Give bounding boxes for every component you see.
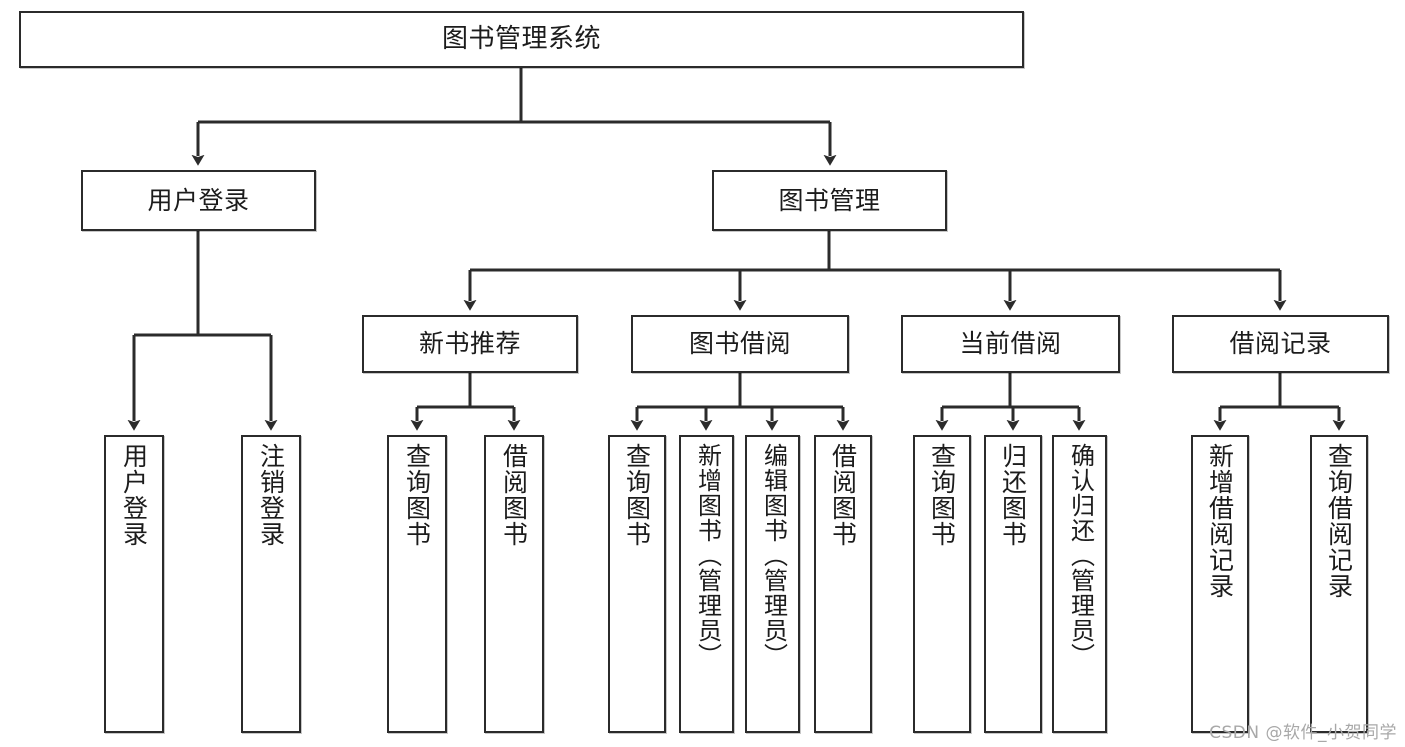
- node-leaf-query-borrow-record[interactable]: 查询借阅记录: [1310, 435, 1368, 733]
- node-leaf-confirm-return-label: 确认归还（管理员）: [1066, 443, 1095, 668]
- node-book-manage[interactable]: 图书管理: [712, 170, 947, 231]
- node-leaf-return-book[interactable]: 归还图书: [984, 435, 1042, 733]
- node-leaf-borrow-book-2[interactable]: 借阅图书: [814, 435, 872, 733]
- node-new-book-recommend[interactable]: 新书推荐: [362, 315, 578, 373]
- node-leaf-confirm-return[interactable]: 确认归还（管理员）: [1052, 435, 1107, 733]
- node-leaf-borrow-book-1[interactable]: 借阅图书: [484, 435, 544, 733]
- node-leaf-logout-login-label: 注销登录: [256, 443, 286, 547]
- node-leaf-borrow-book-2-label: 借阅图书: [828, 443, 858, 547]
- node-leaf-edit-book[interactable]: 编辑图书（管理员）: [745, 435, 800, 733]
- node-leaf-add-book-label: 新增图书（管理员）: [693, 443, 722, 668]
- node-book-borrow[interactable]: 图书借阅: [631, 315, 849, 373]
- node-leaf-query-book-2-label: 查询图书: [622, 443, 652, 547]
- node-current-borrow-label: 当前借阅: [959, 329, 1062, 359]
- node-leaf-edit-book-label: 编辑图书（管理员）: [759, 443, 788, 668]
- node-leaf-borrow-book-1-label: 借阅图书: [499, 443, 529, 547]
- node-borrow-record-label: 借阅记录: [1229, 329, 1332, 359]
- node-new-book-recommend-label: 新书推荐: [418, 329, 521, 359]
- node-leaf-add-borrow-record-label: 新增借阅记录: [1205, 443, 1235, 599]
- node-leaf-add-book[interactable]: 新增图书（管理员）: [679, 435, 734, 733]
- node-leaf-query-book-1-label: 查询图书: [402, 443, 432, 547]
- node-leaf-query-book-2[interactable]: 查询图书: [608, 435, 666, 733]
- node-leaf-return-book-label: 归还图书: [998, 443, 1028, 547]
- node-root[interactable]: 图书管理系统: [19, 11, 1024, 68]
- node-user-login-label: 用户登录: [147, 185, 250, 215]
- node-book-manage-label: 图书管理: [778, 185, 881, 215]
- node-user-login[interactable]: 用户登录: [81, 170, 316, 231]
- node-borrow-record[interactable]: 借阅记录: [1172, 315, 1389, 373]
- node-leaf-query-book-3[interactable]: 查询图书: [913, 435, 971, 733]
- node-leaf-user-login-label: 用户登录: [119, 443, 149, 547]
- node-current-borrow[interactable]: 当前借阅: [901, 315, 1120, 373]
- node-leaf-query-book-1[interactable]: 查询图书: [387, 435, 447, 733]
- csdn-watermark: CSDN @软件_小贺同学: [1209, 723, 1397, 743]
- node-root-label: 图书管理系统: [441, 24, 601, 55]
- node-leaf-query-borrow-record-label: 查询借阅记录: [1324, 443, 1354, 599]
- node-leaf-user-login[interactable]: 用户登录: [104, 435, 164, 733]
- node-leaf-logout-login[interactable]: 注销登录: [241, 435, 301, 733]
- node-book-borrow-label: 图书借阅: [688, 329, 791, 359]
- node-leaf-query-book-3-label: 查询图书: [927, 443, 957, 547]
- node-leaf-add-borrow-record[interactable]: 新增借阅记录: [1191, 435, 1249, 733]
